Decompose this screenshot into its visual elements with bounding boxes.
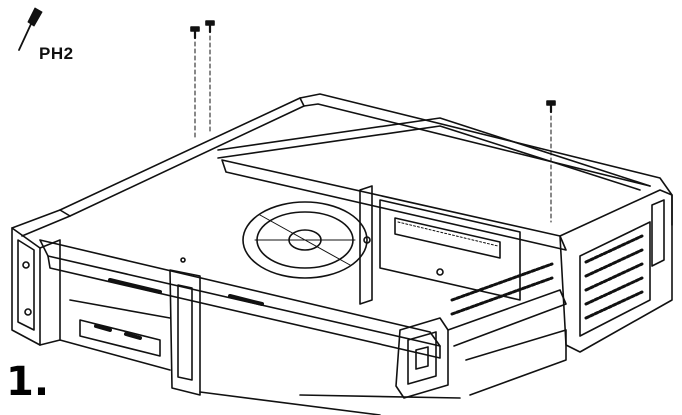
- chassis-front-rail: [39, 239, 441, 396]
- chassis-bottom: [59, 278, 567, 415]
- tool-callout: PH2: [14, 6, 94, 63]
- chassis-middle-bar: [221, 159, 567, 305]
- chassis-left-front: [11, 227, 61, 346]
- screwdriver-icon: [18, 7, 43, 51]
- chassis-top-frame: [11, 93, 673, 237]
- screw-icon: [190, 26, 200, 141]
- side-panel-vents: [559, 189, 673, 353]
- screws: [190, 20, 556, 223]
- screw-icon: [546, 100, 556, 223]
- tool-label: PH2: [39, 44, 74, 63]
- step-number: 1.: [6, 359, 50, 405]
- power-inlet: [395, 262, 567, 399]
- screw-icon: [205, 20, 215, 135]
- fan-icon: [242, 201, 368, 279]
- riser-board: [379, 199, 521, 301]
